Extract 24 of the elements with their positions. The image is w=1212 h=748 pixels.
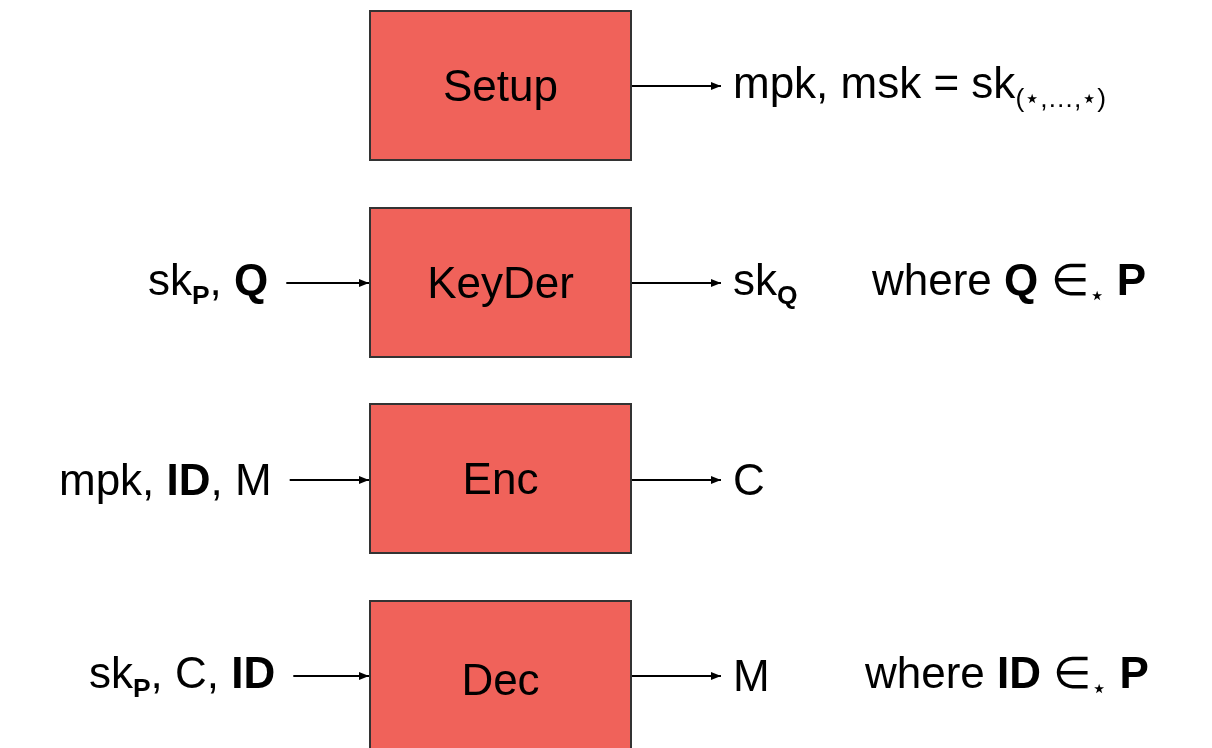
condition-note: where ID ∈$_{⋆}$ P [865,650,1149,702]
arrow [631,279,722,287]
process-box [369,10,632,161]
output-text: M [733,654,770,698]
input-text: mpk, ID, M [59,458,272,502]
process-box [369,403,632,554]
output-text: sk$_{Q}$ [733,257,798,309]
output-text: mpk, msk = sk$_{(⋆,…,⋆)}$ [733,60,1106,112]
arrow [631,82,722,90]
output-text: C [733,458,765,502]
arrow [292,672,370,680]
box-label: Enc [462,456,539,501]
input-text: sk$_{P}$, Q [148,257,269,309]
arrow [631,476,722,484]
input-text: sk$_{P}$, C, ID [89,650,276,702]
box-label: KeyDer [427,260,574,305]
arrow [285,279,370,287]
arrow [631,672,722,680]
process-box [369,207,632,358]
arrow [288,476,370,484]
box-label: Dec [461,658,540,702]
condition-note: where Q ∈$_{⋆}$ P [872,257,1147,309]
process-box [369,600,632,748]
box-label: Setup [443,63,558,108]
